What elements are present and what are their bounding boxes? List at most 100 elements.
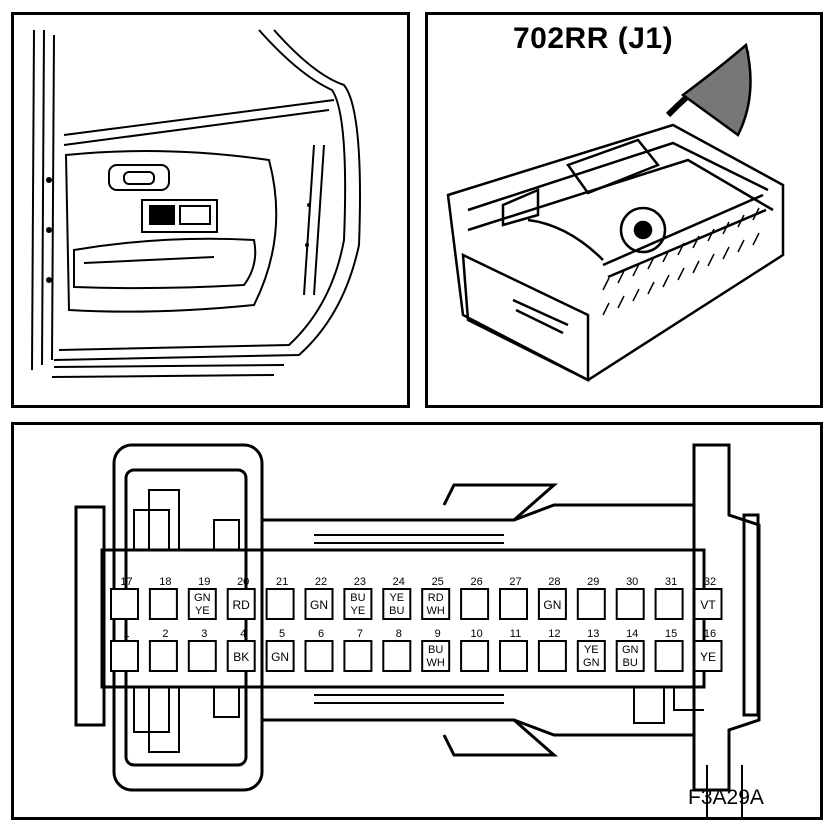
pin-cavity [148,640,178,672]
pin-cavity [187,640,217,672]
pin-number: 16 [704,628,716,640]
wire-color-code: GN [271,650,289,664]
right-tab [692,443,761,792]
pin-number: 28 [548,576,560,588]
pin-cavity [499,588,528,620]
pin-number: 29 [587,576,599,588]
pin-number: 12 [548,628,560,640]
pin-cavity [576,588,606,620]
pin-number: 30 [626,576,638,588]
pin-number: 24 [393,576,405,588]
pin-number: 15 [665,628,677,640]
wire-color-code: RD [233,598,251,612]
pin-cavity [421,640,451,672]
connector-drawing [446,42,785,383]
pin-cavity [226,588,256,620]
pin-26: 26 [460,576,490,620]
pin-number: 5 [279,628,285,640]
wire-color-code: YE [584,644,599,656]
pin-number: 23 [354,576,366,588]
pin-number: 22 [315,576,327,588]
pin-number: 10 [470,628,482,640]
pin-12: 12 [537,628,567,672]
pin-cavity [654,640,684,672]
door-illustration-panel [11,12,410,408]
pin-29: 29 [576,576,606,620]
pin-number: 19 [198,576,210,588]
main-housing [100,548,706,689]
connector-illustration-panel [425,12,823,408]
pin-2: 2 [148,628,178,672]
pin-cavity [421,588,451,620]
pin-30: 30 [615,576,645,620]
pin-10: 10 [460,628,490,672]
pin-cavity [110,640,139,672]
connector-title: 702RR (J1) [513,22,674,55]
pin-cavity [537,640,567,672]
pin-number: 31 [665,576,677,588]
pin-number: 26 [470,576,482,588]
pin-cavity [693,588,723,620]
figure-id: F3A29A [688,786,764,809]
wire-color-code: WH [427,657,445,669]
pin-cavity [148,588,178,620]
door-drawing [31,29,361,378]
wire-color-code: BU [350,592,365,604]
pin-number: 8 [396,628,402,640]
pin-cavity [537,588,567,620]
pin-cavity [460,640,490,672]
pin-cavity [499,640,528,672]
pin-5: 5GN [265,628,295,672]
wire-color-code: YE [195,605,210,617]
pin-21: 21 [265,576,295,620]
pin-cavity [226,640,256,672]
wire-color-code: GN [622,644,639,656]
pin-cavity [304,640,334,672]
pin-18: 18 [148,576,178,620]
pin-cavity [576,640,606,672]
pin-cavity [460,588,490,620]
wire-color-code: WH [427,605,445,617]
pin-number: 2 [162,628,168,640]
pin-cavity [343,588,373,620]
wire-color-code: BU [428,644,443,656]
pin-cavity [343,640,373,672]
pin-number: 17 [120,576,132,588]
wire-color-code: BK [233,650,249,664]
pin-number: 20 [237,576,249,588]
pin-7: 7 [343,628,373,672]
wire-color-code: BU [623,657,638,669]
pin-cavity [654,588,684,620]
wire-color-code: YE [389,592,404,604]
pin-17: 17 [110,576,139,620]
wire-color-code: GN [194,592,211,604]
left-end-cap [74,505,106,727]
pin-31: 31 [654,576,684,620]
pin-8: 8 [382,628,412,672]
pin-number: 32 [704,576,716,588]
wire-color-code: YE [351,605,366,617]
pin-cavity [382,588,412,620]
pin-number: 27 [509,576,521,588]
pin-11: 11 [499,628,528,672]
pin-number: 1 [123,628,129,640]
pin-cavity [693,640,723,672]
pin-number: 9 [435,628,441,640]
wire-color-code: YE [700,650,716,664]
pin-number: 18 [159,576,171,588]
pin-1: 1 [110,628,139,672]
pin-number: 25 [432,576,444,588]
